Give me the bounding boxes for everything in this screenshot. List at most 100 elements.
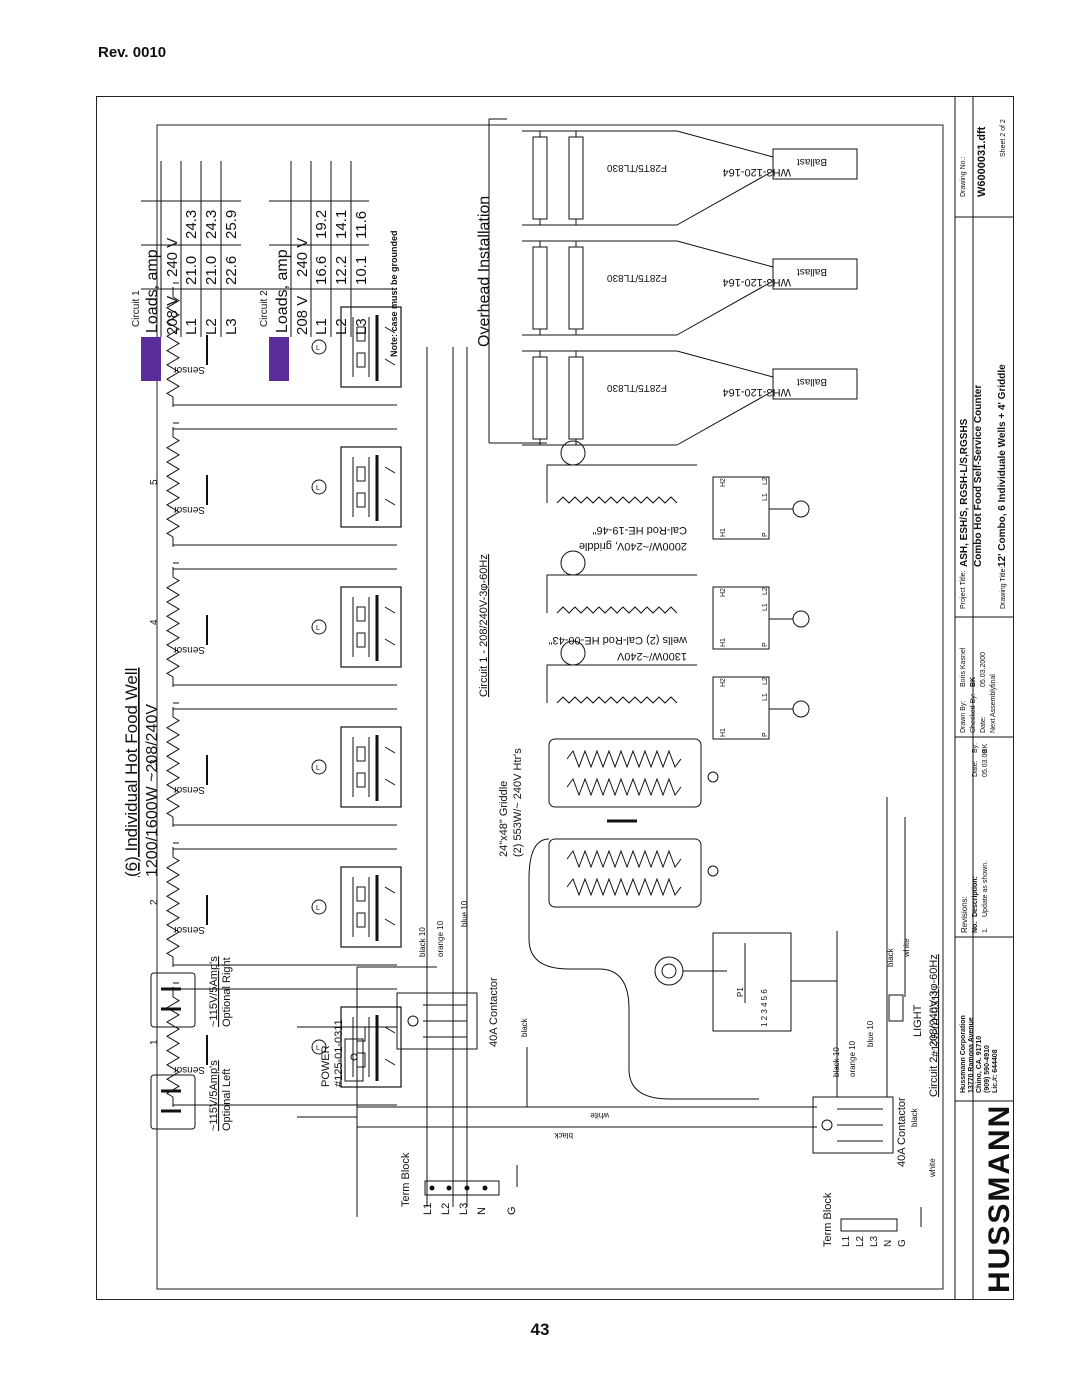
tb-date-label: Date: bbox=[980, 716, 987, 733]
tb-addr1: 13770 Ramona Avenue bbox=[968, 1017, 975, 1093]
tb-rev1-no: 1. bbox=[982, 927, 989, 933]
griddle-heaters bbox=[528, 738, 759, 1100]
svg-text:L1: L1 bbox=[762, 693, 769, 701]
tb-next: final bbox=[990, 674, 997, 687]
svg-text:H1: H1 bbox=[720, 728, 727, 737]
tb-rev-desc: Description: bbox=[972, 876, 979, 917]
ground-note: Note: case must be grounded bbox=[389, 230, 399, 357]
svg-text:P: P bbox=[762, 532, 769, 537]
tb-drawing-title: 12' Combo, 6 Individuale Wells + 4' Grid… bbox=[997, 364, 1008, 567]
wire-white-1: white bbox=[902, 938, 911, 958]
light-switch bbox=[888, 994, 904, 1022]
fluorescent-tube bbox=[532, 136, 548, 220]
svg-text:P: P bbox=[762, 732, 769, 737]
well-light-label-6: L bbox=[316, 345, 320, 352]
tb-project-line1: ASH, ESH/S, RGSH-L/S,RGSHS bbox=[959, 418, 970, 567]
tb-project-line2: Combo Hot Food Self-Service Counter bbox=[973, 385, 984, 567]
c2-r1-240: 19.2 bbox=[313, 210, 330, 239]
well-heater-6 bbox=[166, 296, 180, 398]
ballast bbox=[772, 368, 858, 400]
receptacle-left-line1: ~115V/5Amp's bbox=[208, 1060, 220, 1131]
well-heater-3 bbox=[166, 716, 180, 818]
ballast-label: Ballast bbox=[797, 266, 827, 277]
calrod1-line1: Cal-Rod HE-19-46" bbox=[593, 524, 687, 536]
circuit2-highlight bbox=[269, 337, 289, 381]
receptacle-left bbox=[150, 1074, 196, 1130]
power-label: POWER bbox=[320, 1045, 332, 1087]
ballast bbox=[772, 258, 858, 290]
timer-p1: P1 bbox=[736, 987, 745, 997]
title-line1: (6) Individual Hot Food Well bbox=[122, 668, 141, 877]
light-label: LIGHT bbox=[912, 1004, 924, 1037]
wells-group: LSensor1LSensor2LSensor3LSensor4LSensor5… bbox=[149, 282, 403, 1107]
fluorescent-tube bbox=[532, 246, 548, 330]
thermostat-dial bbox=[560, 440, 586, 466]
well-heater-5 bbox=[166, 436, 180, 538]
circuit1-row3-line: L3 bbox=[223, 318, 240, 335]
well-light-3 bbox=[311, 759, 327, 775]
well-number-5: 5 bbox=[149, 479, 160, 485]
circuit2-row3-line: L3 bbox=[353, 318, 370, 335]
title-line2: 1200/1600W ~208/240V bbox=[144, 704, 161, 877]
svg-text:L1: L1 bbox=[762, 493, 769, 501]
thermostat-switch bbox=[712, 586, 770, 650]
tb-rev-date: Date: bbox=[972, 760, 979, 777]
tb-drawing-no-label: Drawing No.: bbox=[960, 156, 967, 197]
fluorescent-tube bbox=[568, 136, 584, 220]
receptacle-right-line2: Optional Right bbox=[221, 957, 233, 1027]
c2-r2-240: 14.1 bbox=[333, 210, 350, 239]
well-sensor-6: Sensor bbox=[173, 364, 205, 375]
well-heater-4 bbox=[166, 576, 180, 678]
well-light-2 bbox=[311, 899, 327, 915]
power-part: #125-01-0311 bbox=[333, 1019, 345, 1087]
indicator-light bbox=[792, 610, 810, 628]
ballast-label: Ballast bbox=[797, 376, 827, 387]
timer-block bbox=[654, 932, 792, 1032]
wire-black-3: black bbox=[910, 1107, 919, 1127]
well-number-4: 4 bbox=[149, 619, 160, 625]
light-part: #125-01-0311 bbox=[930, 989, 942, 1057]
c1-r2-240: 24.3 bbox=[203, 210, 220, 239]
c2-r3-240: 11.6 bbox=[353, 211, 370, 239]
circuit2-header: Loads, amp bbox=[274, 249, 291, 333]
c2-r1-208: 16.6 bbox=[313, 256, 330, 285]
contactor1-label: 40A Contactor bbox=[488, 977, 500, 1047]
circuit1-label: Circuit 1 bbox=[131, 290, 142, 327]
circuit2-gridlines bbox=[269, 161, 369, 337]
tb-rev1-by: BK bbox=[982, 743, 989, 753]
tb1-g: G bbox=[506, 1206, 518, 1215]
griddle-line1: 24"x48" Griddle bbox=[498, 781, 510, 857]
circuit1-col-208: 208 V bbox=[164, 296, 181, 335]
tb2-l3: L3 bbox=[869, 1235, 880, 1247]
tb-revisions: Revisions: bbox=[960, 896, 969, 933]
wire-white-2: white bbox=[928, 1158, 937, 1178]
c1-r2-208: 21.0 bbox=[203, 256, 220, 285]
tb2-g: G bbox=[897, 1239, 908, 1247]
receptacle-left-line2: Optional Left bbox=[221, 1069, 233, 1131]
c1-r3-208: 22.6 bbox=[223, 256, 240, 285]
circuit2-note: Circuit 2 - 208/240V-3φ-60Hz bbox=[928, 954, 940, 1097]
circuit1-table: Circuit 1 bbox=[131, 290, 142, 327]
calrod1-line2: 2000W/~240V, griddle bbox=[579, 540, 687, 552]
wire-black-4: black bbox=[553, 1131, 573, 1140]
tb-sheet: Sheet 2 of 2 bbox=[1000, 119, 1007, 157]
wire-black10: black 10 bbox=[418, 927, 427, 957]
well-light-label-1: L bbox=[316, 1045, 320, 1052]
well-sensor-5: Sensor bbox=[173, 504, 205, 515]
svg-text:H2: H2 bbox=[720, 588, 727, 597]
indicator-light bbox=[792, 700, 810, 718]
svg-text:L2: L2 bbox=[762, 477, 769, 485]
receptacle-right-line1: ~115V/5Amp's bbox=[208, 956, 220, 1027]
svg-text:L1: L1 bbox=[762, 603, 769, 611]
receptacle-right bbox=[150, 972, 196, 1028]
tb1-l2: L2 bbox=[440, 1203, 452, 1215]
circuit1-gridlines bbox=[141, 161, 241, 337]
